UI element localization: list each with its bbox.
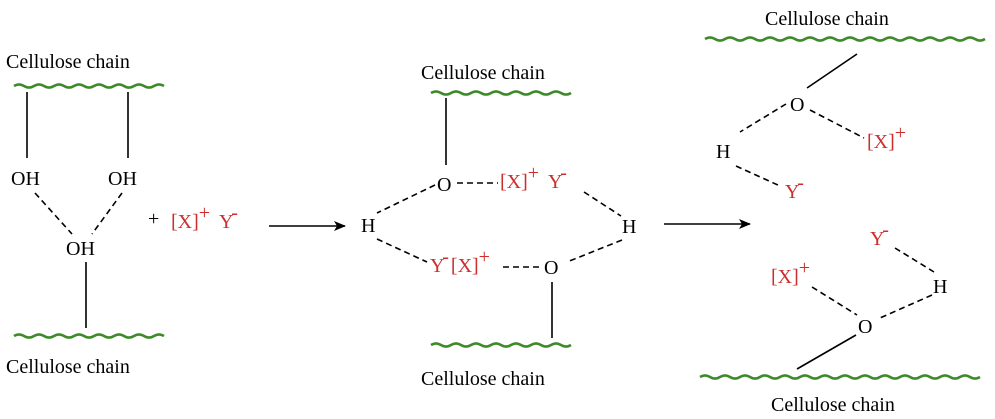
chain-label-bottom: Cellulose chain [6,356,130,378]
ion-anion-bottom: Y- [870,219,889,250]
ion-cation-top: [X]+ [867,122,906,153]
hydrogen-bond [566,239,623,263]
cation-label: [X] [867,131,895,153]
panel-intermediate: Cellulose chain O [X]+Y- H H Y-[X]+ O Ce… [361,62,636,390]
ionic-liquid-reagent: [X]+ Y- [171,202,238,233]
anion-label: Y [785,181,799,203]
chain-label-top: Cellulose chain [421,62,545,84]
hydrogen-bond [739,103,787,133]
anion-charge: - [560,162,567,184]
chain-label-bottom: Cellulose chain [771,394,895,416]
cation-charge: + [528,162,539,184]
oxygen-label: O [544,257,558,279]
hydrogen-bond [879,294,933,319]
hydroxyl-label: OH [108,168,137,190]
oxygen-label: O [437,174,451,196]
cellulose-chain-wave [430,90,572,96]
bond-line [806,53,858,89]
hydroxyl-label: OH [11,168,40,190]
hydrogen-bond [809,109,865,139]
hydrogen-bond [376,238,428,263]
cellulose-chain-wave [704,36,986,42]
anion-charge: - [797,172,804,194]
hydrogen-bond [583,191,622,217]
cation-label: [X] [771,266,799,288]
hydrogen-bond [91,192,123,235]
cellulose-chain-wave [13,333,165,339]
oxygen-label: O [858,316,872,338]
anion-label: Y [548,171,562,193]
hydrogen-label: H [716,141,730,163]
cation-charge: + [199,202,210,224]
ion-pair-bottom: Y-[X]+ [430,246,490,277]
reagent-group: + [X]+Y- [148,202,346,233]
cellulose-chain-wave [13,83,165,89]
chain-label-top: Cellulose chain [765,8,889,30]
hydrogen-bond [894,247,935,273]
cation-label: [X] [500,171,528,193]
hydrogen-label: H [622,216,636,238]
chain-label-bottom: Cellulose chain [421,368,545,390]
bond-line [796,334,857,370]
panel-product: Cellulose chain O [X]+ H Y- Y- H [X]+ O … [699,8,986,416]
hydrogen-bond [811,286,858,316]
hydrogen-bond [376,184,436,214]
anion-label: Y [219,211,233,233]
hydrogen-bond [735,165,781,187]
anion-charge: - [882,219,889,241]
hydrogen-label: H [361,215,375,237]
ion-pair-top: [X]+ Y- [500,162,567,193]
ion-anion-top: Y- [785,172,804,203]
cation-label: [X] [451,255,479,277]
panel-reactant: Cellulose chain OH OH OH Cellulose chain [6,51,165,378]
cation-charge: + [479,246,490,268]
oxygen-label: O [790,94,804,116]
cellulose-chain-wave [430,342,572,348]
hydrogen-label: H [933,276,947,298]
plus-sign: + [148,208,159,230]
cation-label: [X] [171,211,199,233]
cellulose-chain-wave [699,374,981,380]
anion-label: Y [430,255,444,277]
anion-charge: - [231,202,238,224]
hydrogen-bond [34,192,73,235]
anion-charge: - [442,246,449,268]
anion-label: Y [870,228,884,250]
hydroxyl-label: OH [66,238,95,260]
chain-label-top: Cellulose chain [6,51,130,73]
cation-charge: + [895,122,906,144]
ion-cation-bottom: [X]+ [771,257,810,288]
cation-charge: + [799,257,810,279]
